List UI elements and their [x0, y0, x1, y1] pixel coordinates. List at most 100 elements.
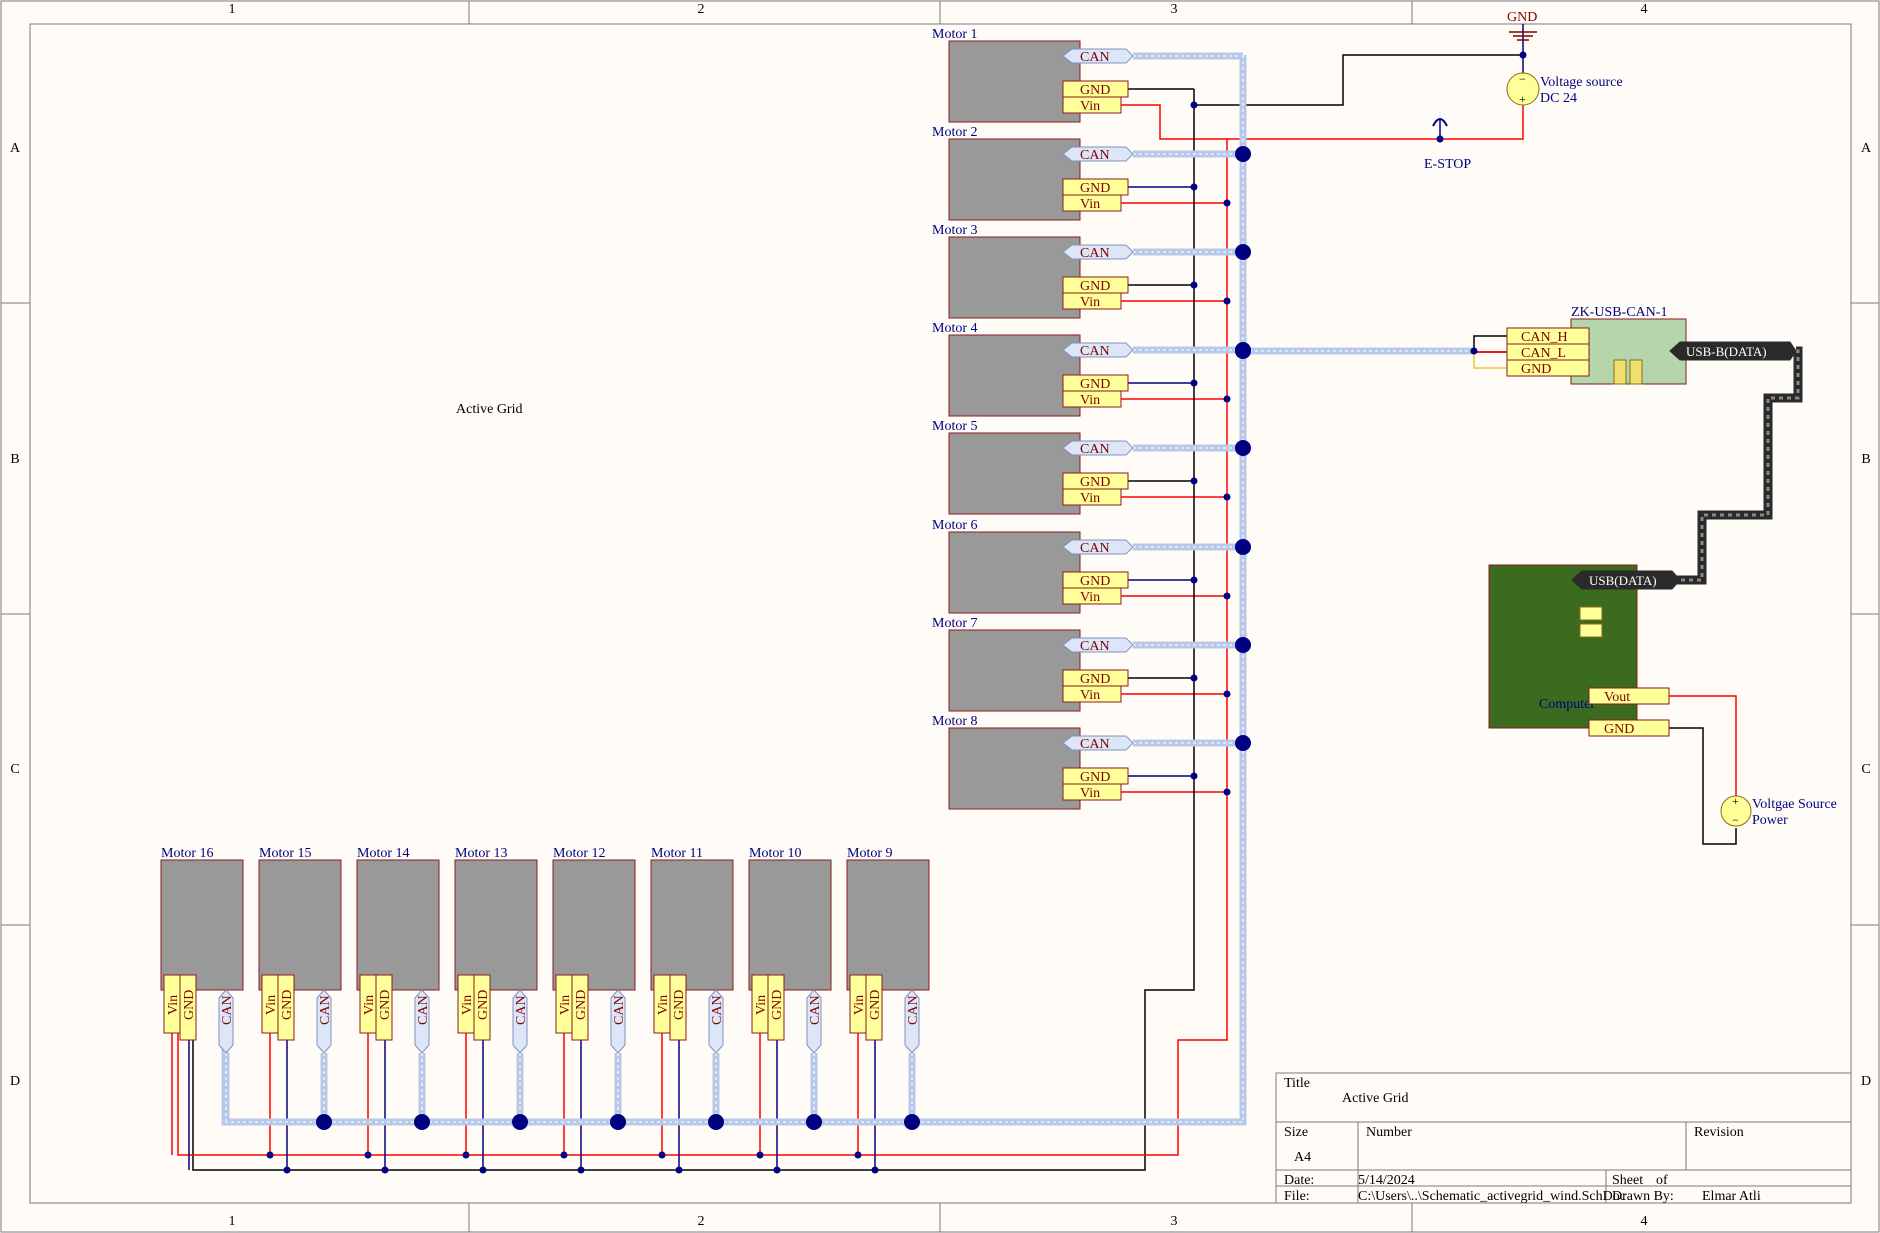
gnd-pin	[865, 974, 883, 1041]
usb-port-label: USB(DATA)	[1589, 573, 1657, 588]
estop-arc	[1432, 118, 1448, 127]
can-bus	[221, 52, 1474, 1126]
can-port-label: CAN	[220, 995, 235, 1025]
vin-junction	[1223, 493, 1231, 501]
gnd-junction	[871, 1166, 879, 1174]
vin-pin-label: Vin	[166, 995, 181, 1015]
usb-b-port	[1669, 341, 1797, 361]
wires	[171, 54, 1803, 1171]
can-port	[1062, 342, 1134, 358]
motor-label: Motor 7	[932, 616, 978, 631]
can-junction	[1235, 539, 1251, 555]
gnd-pin	[571, 974, 589, 1041]
vin-pin-label: Vin	[460, 995, 475, 1015]
gnd-pin-label: GND	[280, 990, 295, 1020]
gnd-junction	[773, 1166, 781, 1174]
vin-pin-label: Vin	[558, 995, 573, 1015]
gnd-symbol: GND	[1507, 10, 1537, 55]
motor-label: Motor 10	[749, 846, 802, 861]
vout-wire	[1669, 695, 1737, 797]
zone-col-label: 2	[698, 1214, 705, 1229]
vin-pin-label: Vin	[1080, 393, 1100, 408]
junctions	[266, 51, 1527, 1174]
vin-pin-label: Vin	[1080, 295, 1100, 310]
can-junction	[414, 1114, 430, 1130]
ps-minus: −	[1732, 813, 1739, 827]
motor-label: Motor 5	[932, 419, 978, 434]
gnd-pin	[473, 974, 491, 1041]
zone-row-label: A	[10, 141, 21, 156]
gnd-junction	[381, 1166, 389, 1174]
vin-junction	[854, 1151, 862, 1159]
motor-body	[948, 40, 1081, 123]
can-junction	[610, 1114, 626, 1130]
motor-label: Motor 2	[932, 125, 978, 140]
computer-label: Computer	[1539, 697, 1595, 712]
motor-body	[948, 432, 1081, 515]
vin-pin-label: Vin	[852, 995, 867, 1015]
usb-can-pin-label: CAN_L	[1521, 346, 1566, 361]
can-junction	[512, 1114, 528, 1130]
vin-junction	[756, 1151, 764, 1159]
can-port	[610, 989, 626, 1054]
vin-pin	[1062, 292, 1122, 310]
gnd-junction	[1519, 51, 1527, 59]
gnd-pin-label: GND	[1080, 83, 1110, 98]
can-port-label: CAN	[1080, 246, 1110, 261]
motor-label: Motor 6	[932, 518, 978, 533]
ps-label-2: Power	[1752, 813, 1788, 828]
zone-row-label: C	[1861, 762, 1870, 777]
can-port-label: CAN	[416, 995, 431, 1025]
usb-can-pin-label: CAN_H	[1521, 330, 1568, 345]
zone-col-label: 3	[1171, 2, 1178, 17]
gnd-pin	[669, 974, 687, 1041]
can-junction	[1235, 440, 1251, 456]
gnd-junction	[675, 1166, 683, 1174]
motor-body	[552, 859, 636, 991]
vin-pin-label: Vin	[1080, 197, 1100, 212]
gnd-pin-label: GND	[1080, 475, 1110, 490]
gnd-junction	[1190, 772, 1198, 780]
motor-label: Motor 1	[932, 27, 978, 42]
gnd-pin-label: GND	[1080, 181, 1110, 196]
motor-body	[454, 859, 538, 991]
can-junction	[1235, 146, 1251, 162]
ps-label-1: Voltgae Source	[1752, 797, 1837, 812]
zone-row-label: C	[10, 762, 19, 777]
sheet-title: Active Grid	[456, 402, 522, 417]
drawn-by-value: Elmar Atli	[1702, 1189, 1761, 1204]
zone-row-label: B	[1861, 452, 1870, 467]
motor-body	[160, 859, 244, 991]
zone-col-label: 2	[698, 2, 705, 17]
motor-body	[948, 629, 1081, 712]
number-label: Number	[1366, 1125, 1412, 1140]
can-port-label: CAN	[808, 995, 823, 1025]
computer-pin-label: GND	[1604, 722, 1634, 737]
gnd-pin-label: GND	[574, 990, 589, 1020]
date-value: 5/14/2024	[1358, 1173, 1415, 1188]
gnd-symbol-label: GND	[1507, 10, 1537, 25]
motor-body	[258, 859, 342, 991]
gnd-pin-label: GND	[1080, 672, 1110, 687]
can-port-label: CAN	[1080, 639, 1110, 654]
drawn-by-label: Drawn By:	[1612, 1189, 1674, 1204]
estop-junction	[1436, 135, 1444, 143]
can-port	[1062, 146, 1134, 162]
can-junction	[1235, 343, 1251, 359]
file-value: C:\Users\..\Schematic_activegrid_wind.Sc…	[1358, 1189, 1626, 1204]
can-port-label: CAN	[1080, 737, 1110, 752]
vin-junction	[266, 1151, 274, 1159]
can-port	[1062, 440, 1134, 456]
zone-row-label: A	[1861, 141, 1872, 156]
gnd-pin	[767, 974, 785, 1041]
gnd-pin-label: GND	[476, 990, 491, 1020]
